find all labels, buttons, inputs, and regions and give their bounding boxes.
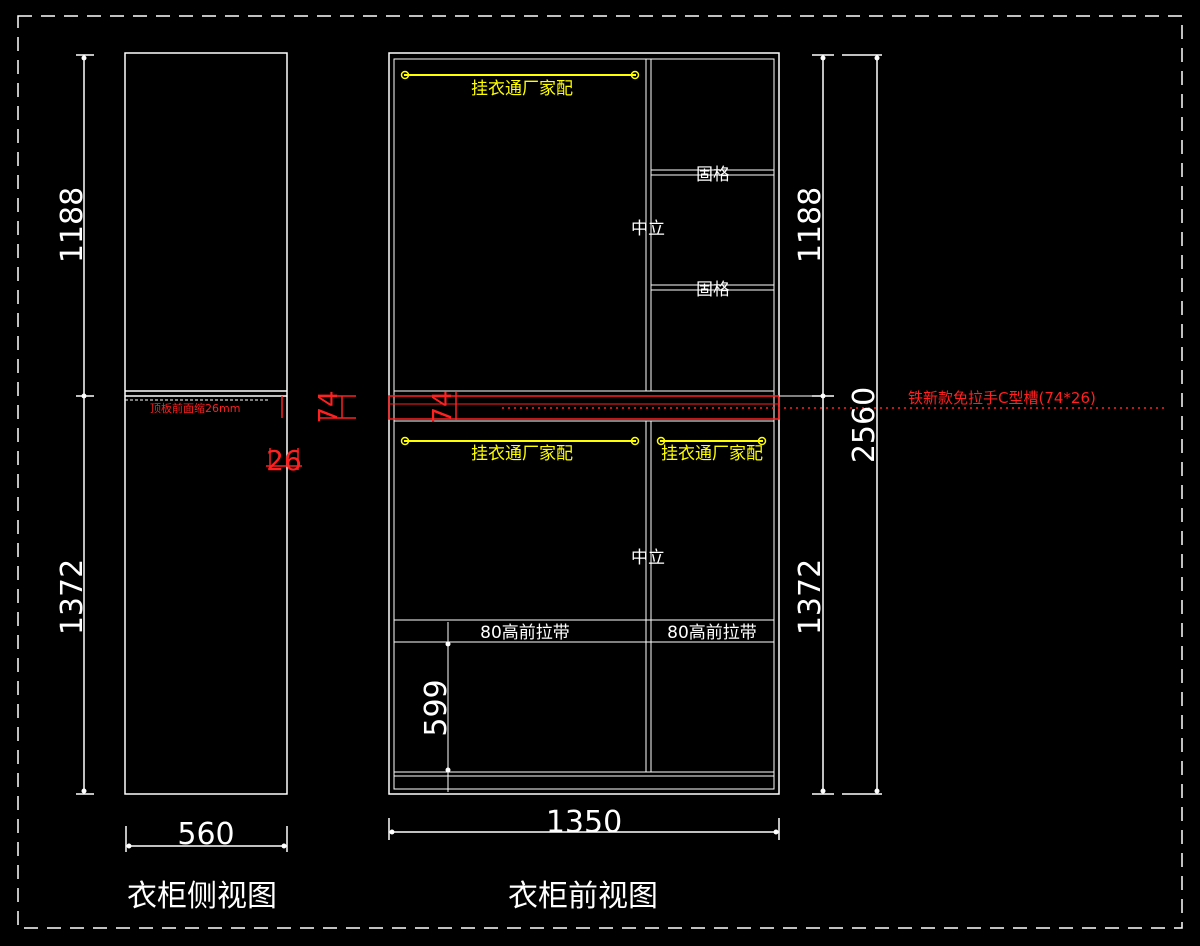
total-dim-dot-top [874, 55, 880, 61]
rail-label-right: 80高前拉带 [667, 623, 757, 643]
side-width-dot-l [126, 843, 132, 849]
hanger-rod-lower-left-end-r [630, 436, 640, 446]
hanger-rod-lower-right-end-l [656, 436, 666, 446]
rail-label-left: 80高前拉带 [480, 623, 570, 643]
hanger-rod-upper-end-r [630, 70, 640, 80]
divider-label-upper: 中立 [631, 219, 665, 239]
hanger-rod-lower-left-end-l [400, 436, 410, 446]
front-view-title: 衣柜前视图 [508, 879, 658, 914]
side-width-value: 560 [177, 817, 234, 852]
front-width-dot-r [773, 829, 779, 835]
side-lower-height: 1372 [55, 559, 90, 635]
bottom-dim-dot-top [445, 641, 451, 647]
drawing-frame [17, 15, 1183, 929]
front-width-value: 1350 [546, 805, 622, 840]
hanger-label-lower-left: 挂衣通厂家配 [471, 444, 573, 464]
side-view: 顶板前面缩26mm 26 1188 1372 560 74 衣柜侧视图 [55, 52, 356, 914]
hanger-label-lower-right: 挂衣通厂家配 [661, 444, 763, 464]
side-handle-height: 74 [314, 390, 344, 423]
handle-groove-label: 铁新款免拉手C型槽(74*26) [908, 389, 1096, 407]
side-upper-height: 1188 [55, 187, 90, 263]
front-lower-height: 1372 [793, 559, 828, 635]
bottom-section-height: 599 [419, 679, 454, 736]
side-offset-dimension: 26 [266, 444, 302, 477]
shelf-label-2: 固格 [696, 280, 730, 300]
front-dim-dot-bot [820, 788, 826, 794]
side-dim-dot-bot [81, 788, 87, 794]
bottom-dim-dot-bot [445, 767, 451, 773]
front-view: 挂衣通厂家配 挂衣通厂家配 挂衣通厂家配 中立 中立 固格 固格 80高前拉带 … [388, 52, 1165, 914]
total-dim-dot-bot [874, 788, 880, 794]
front-width-dot-l [389, 829, 395, 835]
side-setback-note: 顶板前面缩26mm [150, 401, 240, 415]
hanger-rod-lower-right-end-r [757, 436, 767, 446]
hanger-label-upper: 挂衣通厂家配 [471, 79, 573, 99]
front-outer-outline [388, 52, 780, 795]
side-dim-dot-top [81, 55, 87, 61]
total-height: 2560 [847, 387, 882, 463]
divider-label-lower: 中立 [631, 548, 665, 568]
side-dim-dot-mid [81, 393, 87, 399]
front-handle-height: 74 [428, 390, 458, 423]
side-view-title: 衣柜侧视图 [127, 879, 277, 914]
side-panel-outline [124, 52, 288, 795]
hanger-rod-upper-end-l [400, 70, 410, 80]
shelf-label-1: 固格 [696, 165, 730, 185]
front-dim-dot-top [820, 55, 826, 61]
front-inner-outline [393, 58, 775, 790]
side-width-dot-r [281, 843, 287, 849]
front-upper-height: 1188 [793, 187, 828, 263]
